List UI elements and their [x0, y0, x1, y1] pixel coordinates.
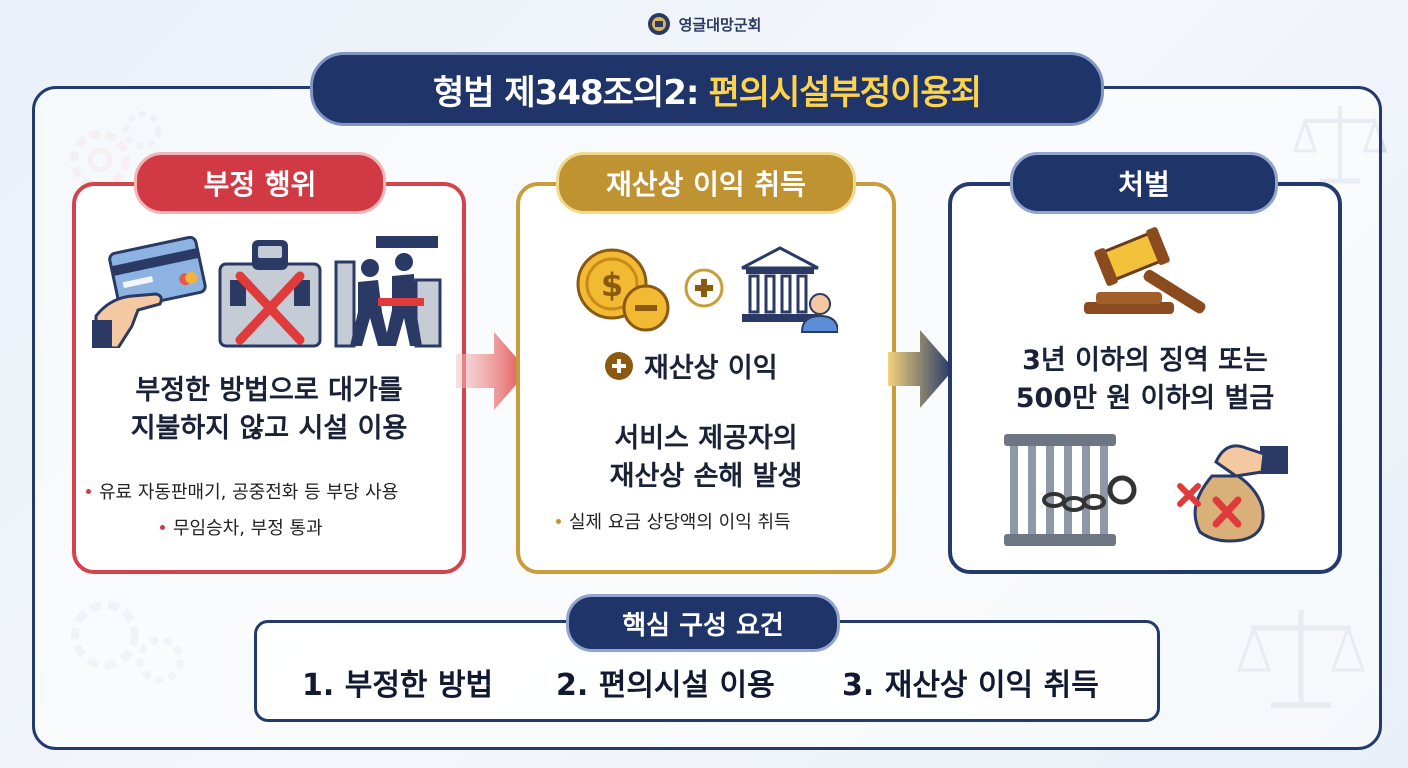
act-main-text: 부정한 방법으로 대가를 지불하지 않고 시설 이용 — [76, 372, 462, 448]
money-bag-icon — [1177, 444, 1288, 543]
bullet-dot — [86, 488, 91, 494]
key-element-3: 3. 재산상 이익 취득 — [842, 668, 1099, 703]
blocked-gate-icon — [218, 240, 322, 348]
penalty-main-line1: 3년 이하의 징역 또는 — [1022, 345, 1268, 376]
page-title: 형법 제348조의2: 편의시설부정이용죄 — [310, 52, 1104, 126]
gain-main-line1: 서비스 제공자의 — [614, 423, 798, 454]
credit-card-icon — [92, 236, 207, 348]
act-label: 부정 행위 — [134, 152, 386, 214]
coin-icon: $ — [576, 248, 670, 332]
bullet-dot — [160, 524, 165, 530]
act-main-line1: 부정한 방법으로 대가를 — [135, 375, 403, 406]
org-name: 영글대망군회 — [678, 15, 762, 34]
gain-panel — [516, 182, 896, 574]
org-header: 영글대망군회 — [0, 12, 1408, 36]
key-element-2: 2. 편의시설 이용 — [556, 668, 775, 703]
bullet-dot — [556, 518, 561, 524]
gain-main-text: 서비스 제공자의 재산상 손해 발생 — [520, 420, 892, 496]
act-bullet-text: 무임승차, 부정 통과 — [173, 518, 323, 539]
prison-bars-icon — [1004, 434, 1137, 546]
key-elements-label: 핵심 구성 요건 — [566, 594, 840, 652]
gain-main-line2: 재산상 손해 발생 — [609, 461, 803, 492]
penalty-label: 처벌 — [1010, 152, 1278, 214]
arrow-right-icon — [456, 332, 528, 410]
arrow-right-icon — [888, 330, 954, 408]
act-bullet-1: 유료 자동판매기, 공중전화 등 부당 사용 — [86, 478, 398, 504]
bank-icon — [741, 246, 838, 333]
svg-text:$: $ — [601, 266, 623, 304]
gain-plus-row: 재산상 이익 — [604, 346, 778, 385]
penalty-main-text: 3년 이하의 징역 또는 500만 원 이하의 벌금 — [952, 342, 1338, 418]
gain-bullet-text: 실제 요금 상당액의 이익 취득 — [569, 512, 791, 533]
title-prefix: 형법 제348조의2: — [433, 72, 699, 113]
act-bullet-2: 무임승차, 부정 통과 — [160, 514, 323, 540]
gain-label: 재산상 이익 취득 — [556, 152, 856, 214]
plus-icon — [605, 351, 633, 380]
gain-bullet-1: 실제 요금 상당액의 이익 취득 — [556, 508, 791, 534]
gavel-icon — [1084, 227, 1206, 314]
fare-evasion-icon — [334, 236, 442, 348]
penalty-main-line2: 500만 원 이하의 벌금 — [1015, 383, 1275, 414]
title-highlight: 편의시설부정이용죄 — [708, 72, 982, 113]
plus-icon — [684, 268, 724, 308]
act-main-line2: 지불하지 않고 시설 이용 — [130, 413, 408, 444]
key-element-1: 1. 부정한 방법 — [302, 668, 494, 703]
act-bullet-text: 유료 자동판매기, 공중전화 등 부당 사용 — [99, 482, 399, 503]
seal-icon — [647, 13, 670, 35]
gain-plus-label: 재산상 이익 — [644, 353, 778, 384]
